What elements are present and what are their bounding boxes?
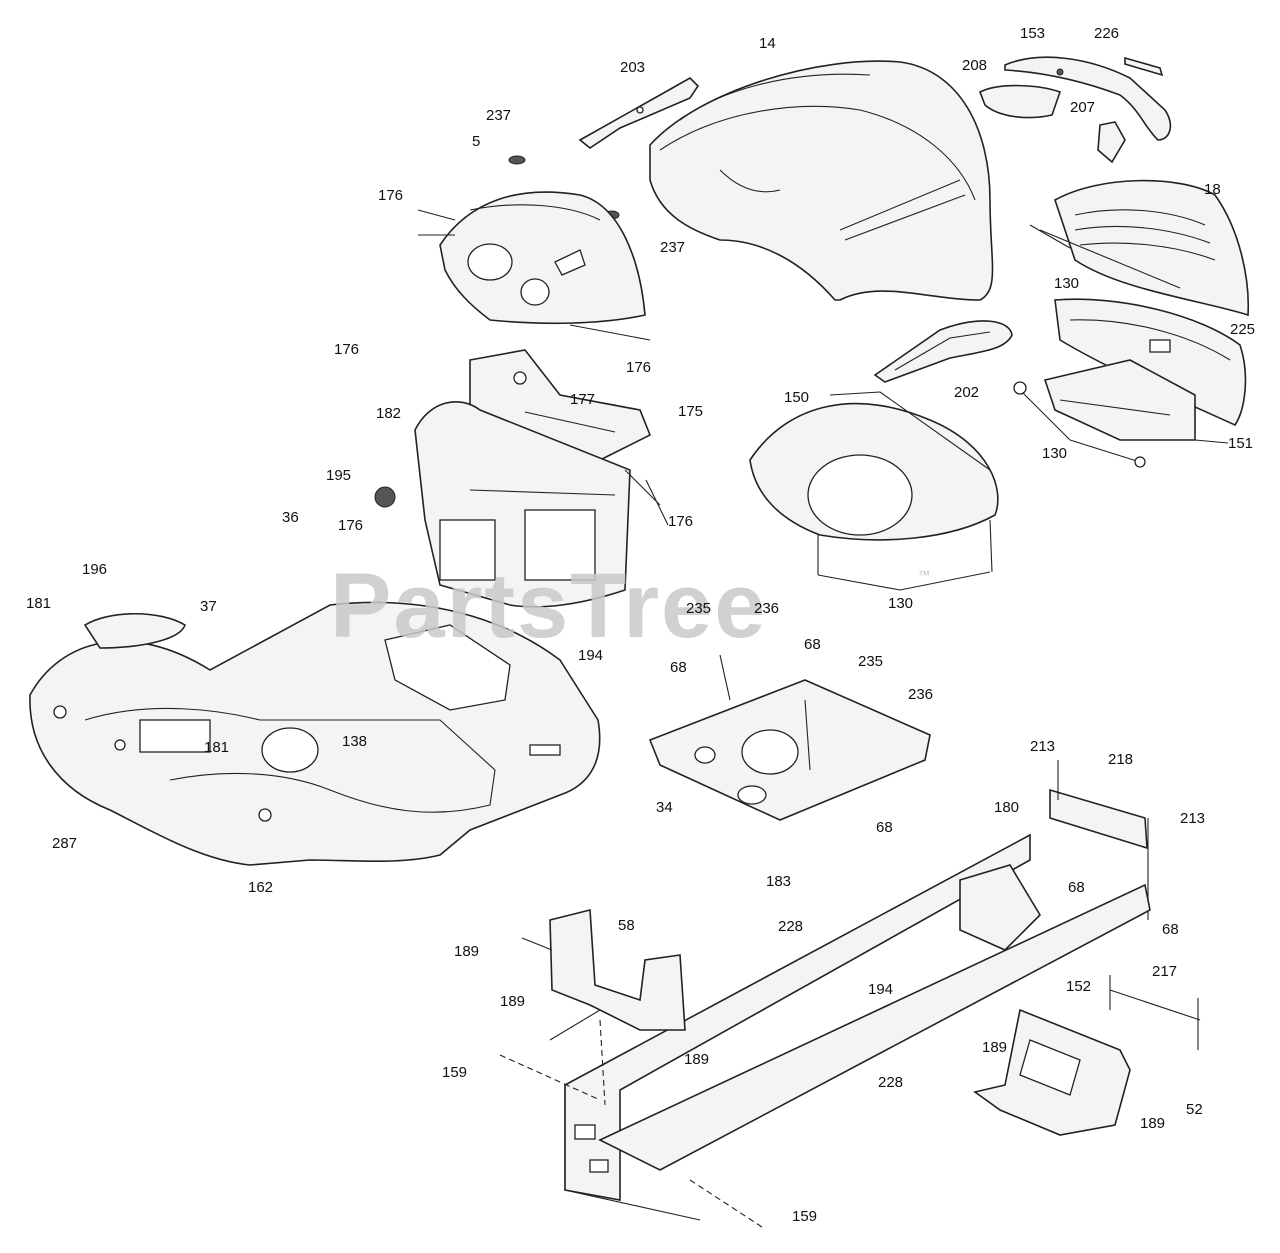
callout-153: 153 [1020, 25, 1046, 42]
callout-236-right: 236 [908, 686, 934, 703]
part-180-frame [499, 833, 1151, 1228]
watermark: PartsTree [330, 555, 768, 657]
callout-130-bracket: 130 [1042, 445, 1068, 462]
part-182-console [414, 401, 631, 608]
callout-194-frame: 194 [868, 981, 894, 998]
callout-176-upper: 176 [378, 187, 404, 204]
callout-181-left: 181 [26, 595, 52, 612]
part-196-mat [83, 613, 186, 649]
callout-14: 14 [759, 35, 776, 52]
callout-203: 203 [620, 59, 646, 76]
callout-176-dash: 176 [626, 359, 652, 376]
callout-218: 218 [1108, 751, 1134, 768]
callout-36: 36 [282, 509, 299, 526]
callout-130-grille: 130 [1054, 275, 1080, 292]
callout-235-left: 235 [686, 600, 712, 617]
callout-213-top: 213 [1030, 738, 1056, 755]
callout-151: 151 [1228, 435, 1254, 452]
callout-159-left: 159 [442, 1064, 468, 1081]
leader-176-bolt-2 [645, 479, 669, 526]
callout-162: 162 [248, 879, 274, 896]
callout-226: 226 [1094, 25, 1120, 42]
part-14-hood [649, 60, 994, 301]
callout-5: 5 [472, 133, 481, 150]
callout-208: 208 [962, 57, 988, 74]
callout-236-left: 236 [754, 600, 780, 617]
callout-68-frame: 68 [1068, 879, 1085, 896]
callout-228-bottom: 228 [878, 1074, 904, 1091]
callout-213-right: 213 [1180, 810, 1206, 827]
part-37-footrest [29, 601, 601, 866]
part-153-226-trim [1004, 56, 1172, 141]
watermark-trademark: ™ [918, 568, 930, 582]
callout-228-top: 228 [778, 918, 804, 935]
part-34-plate [648, 654, 931, 821]
part-202-trim [873, 320, 1013, 383]
callout-196: 196 [82, 561, 108, 578]
callout-207: 207 [1070, 99, 1096, 116]
callout-176-console-left: 176 [338, 517, 364, 534]
callout-68-right: 68 [1162, 921, 1179, 938]
part-152-guard [973, 1008, 1131, 1136]
callout-225: 225 [1230, 321, 1256, 338]
callout-180: 180 [994, 799, 1020, 816]
callout-202: 202 [954, 384, 980, 401]
callout-176-left: 176 [334, 341, 360, 358]
callout-68-plate: 68 [876, 819, 893, 836]
callout-189-center: 189 [684, 1051, 710, 1068]
callout-175: 175 [678, 403, 704, 420]
callout-52: 52 [1186, 1101, 1203, 1118]
callout-189-guard: 189 [982, 1039, 1008, 1056]
callout-217: 217 [1152, 963, 1178, 980]
callout-189-right: 189 [1140, 1115, 1166, 1132]
callout-181-center: 181 [204, 739, 230, 756]
part-208-207 [978, 84, 1126, 164]
callout-58: 58 [618, 917, 635, 934]
callout-189-top: 189 [454, 943, 480, 960]
part-217-rod [1109, 975, 1201, 1050]
part-151-bracket [1013, 359, 1229, 468]
callout-177: 177 [570, 391, 596, 408]
part-195-plug [374, 486, 396, 508]
callout-237-side: 237 [660, 239, 686, 256]
leader-176-bolt [624, 469, 661, 506]
callout-189-left: 189 [500, 993, 526, 1010]
callout-18: 18 [1204, 181, 1221, 198]
part-58-bracket [521, 908, 686, 1041]
part-203-trim [578, 77, 700, 149]
callout-150: 150 [784, 389, 810, 406]
callout-237-top: 237 [486, 107, 512, 124]
callout-287: 287 [52, 835, 78, 852]
callout-159-bottom: 159 [792, 1208, 818, 1225]
callout-68-left: 68 [670, 659, 687, 676]
callout-34: 34 [656, 799, 673, 816]
callout-37: 37 [200, 598, 217, 615]
part-150-lower-shroud [749, 391, 999, 591]
part-237-grommet-top [508, 155, 526, 165]
callout-68-top: 68 [804, 636, 821, 653]
callout-130-shroud: 130 [888, 595, 914, 612]
part-5-dash-panel [417, 191, 651, 341]
callout-195: 195 [326, 467, 352, 484]
callout-138: 138 [342, 733, 368, 750]
callout-182: 182 [376, 405, 402, 422]
callout-235-right: 235 [858, 653, 884, 670]
callout-194-footrest: 194 [578, 647, 604, 664]
callout-152: 152 [1066, 978, 1092, 995]
callout-183: 183 [766, 873, 792, 890]
callout-176-console-right: 176 [668, 513, 694, 530]
part-18-grille [1029, 179, 1250, 317]
